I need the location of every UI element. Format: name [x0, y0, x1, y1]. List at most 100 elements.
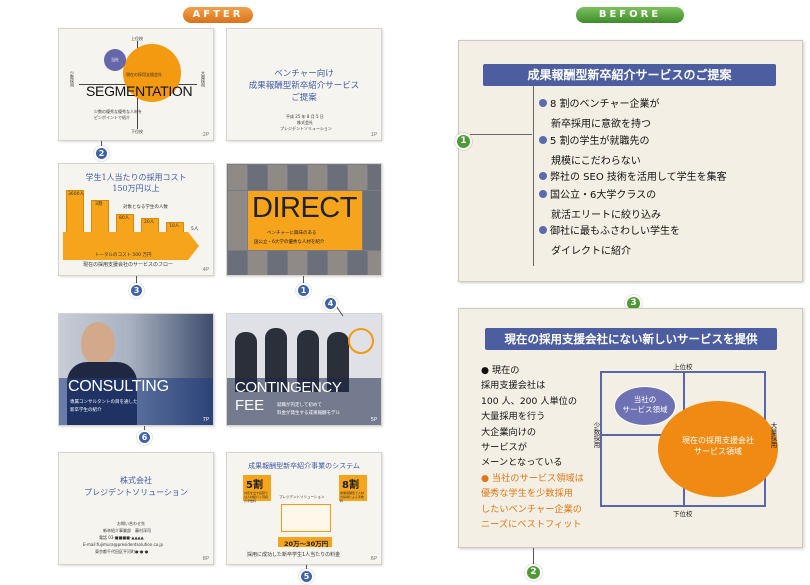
slide-consulting[interactable]: CONSULTING 専属コンサルタントの目を通した 新卒学生の紹介 7P — [58, 313, 214, 426]
price-box — [278, 537, 332, 547]
total-cost: トータルのコスト 500 万円 — [95, 253, 152, 258]
bullet-rail — [533, 86, 534, 266]
our-area-label1: 当社の — [633, 395, 657, 404]
right-box — [339, 475, 367, 501]
center-box — [281, 504, 331, 532]
bar-label-3: 80人 — [119, 216, 130, 221]
center-company: プレジデントソリューション — [279, 495, 325, 499]
before1-title: 成果報酬型新卒紹介サービスのご提案 — [483, 64, 776, 86]
direct-panel — [248, 191, 362, 250]
price: 20万〜30万円 — [284, 540, 329, 548]
big-circle-label: 現在の採用支援会社 — [126, 72, 162, 77]
photo-cell — [363, 191, 381, 250]
quad-label-bottom: 下位校 — [673, 510, 693, 518]
orange-3: したいベンチャー企業の — [481, 504, 582, 515]
system-title: 成果報酬型新卒紹介事業のシステム — [248, 462, 360, 470]
before-slide-1[interactable]: 成果報酬型新卒紹介サービスのご提案 8 割のベンチャー企業が 新卒採用に意欲を持… — [458, 40, 803, 282]
photo-cell — [228, 251, 247, 275]
bar-label-2: 3割 — [95, 202, 103, 207]
photo-cell — [348, 165, 367, 190]
marker-line — [303, 276, 304, 284]
flow-caption: 現在の採用支援会社のサービスのフロー — [83, 262, 174, 268]
seg-sub2: ピンポイントで紹介 — [94, 115, 130, 120]
title-line1: ベンチャー向け — [274, 69, 334, 79]
photo-cell — [248, 165, 267, 190]
orange-4: ニーズにベストフィット — [481, 519, 582, 530]
text-2: 採用支援会社は — [481, 380, 546, 391]
bullet-2-cont: 規模にこだわらない — [551, 156, 641, 167]
contact-dept: 新卒紹介事業部 藤村淳司 — [103, 528, 151, 533]
slide-segmentation[interactable]: 当社 上位校 下位校 少数採用 大量採用 現在の採用支援会社 SEGMENTAT… — [58, 28, 214, 141]
our-area-label2: サービス領域 — [622, 405, 668, 414]
before2-title: 現在の採用支援会社にない新しいサービスを提供 — [485, 328, 777, 350]
photo-cell — [288, 165, 307, 190]
bullet-text: 御社に最もふさわしい学生を — [550, 226, 680, 237]
marker-line — [101, 141, 102, 147]
date: 平成 25 年 8 月 5 日 — [286, 114, 324, 119]
title-line2: 成果報酬型新卒紹介サービス — [248, 81, 360, 91]
bullet-3: 弊社の SEO 技術を活用して学生を集客 — [539, 169, 727, 186]
photo-cell — [328, 251, 347, 275]
marker-g1: 1 — [455, 133, 472, 150]
slide-contingency[interactable]: CONTINGENCY FEE 就職が内定して初めて 料金が発生する成果報酬モデ… — [226, 313, 382, 426]
person-2 — [265, 328, 287, 392]
page-number: 5P — [370, 417, 377, 423]
text-3: 100 人、200 人単位の — [481, 396, 578, 407]
label-bottom: 下位校 — [131, 129, 143, 134]
contact-company-type: 株式会社 — [120, 476, 152, 485]
direct-sub2: 国公立・6大学の優秀な人材を紹介 — [254, 240, 325, 245]
photo-cell — [368, 165, 381, 190]
slide-contact[interactable]: 株式会社 プレジデントソリューション お問い合わせ先 新卒紹介事業部 藤村淳司 … — [58, 452, 214, 565]
text-7: メーンとなっている — [481, 457, 563, 468]
target-label: 対象となる学生の人数 — [123, 205, 168, 210]
before-slide-2[interactable]: 現在の採用支援会社にない新しいサービスを提供 ● 現在の 採用支援会社は 100… — [458, 308, 803, 548]
company-type: 株式会社 — [297, 120, 313, 125]
person-face — [81, 322, 115, 364]
before-tag: BEFORE — [576, 7, 684, 23]
highlight-circle — [348, 328, 374, 354]
bullet-5: 御社に最もふさわしい学生を — [539, 223, 680, 240]
current-area-circle — [658, 401, 778, 497]
slide-cost[interactable]: 学生1人当たりの採用コスト 150万円以上 3600人 3割 80人 20人 1… — [58, 163, 214, 276]
right-desc: 成果報酬型で人材の採用による手数料 — [340, 491, 365, 503]
contact-address: 東京都千代田区平河町●-●-● — [95, 549, 149, 554]
orange-1: ● 当社のサービス領域は — [481, 473, 584, 484]
cost-title1: 学生1人当たりの採用コスト — [85, 173, 187, 182]
bullet-2: 5 割の学生が就職先の — [539, 133, 650, 150]
person-4 — [327, 332, 349, 392]
segmentation-heading: SEGMENTATION — [86, 83, 193, 99]
bullet-dot — [539, 99, 547, 107]
photo-cell — [348, 251, 367, 275]
marker-5: 5 — [299, 569, 314, 584]
small-circle: 当社 — [104, 49, 126, 71]
marker-3: 3 — [129, 283, 144, 298]
cost-title2: 150万円以上 — [112, 184, 160, 193]
page-number: 4P — [202, 267, 209, 273]
page-number: 1P — [370, 132, 377, 138]
cost-bar-1 — [66, 190, 84, 238]
slide-system[interactable]: 成果報酬型新卒紹介事業のシステム 5割 8割 内定を出す段階では人材紹介と同様の… — [226, 452, 382, 565]
quad-label-top: 上位校 — [673, 363, 693, 371]
company-name: プレジデントソリューション — [280, 126, 332, 131]
left-box — [243, 475, 271, 501]
photo-cell — [368, 251, 381, 275]
contact-email: E-mail:fujimura@presidentsolution.co.jp — [83, 542, 164, 547]
consulting-sub1: 専属コンサルタントの目を通した — [70, 400, 138, 405]
slide-direct[interactable]: DIRECT ベンチャーに興味のある 国公立・6大学の優秀な人材を紹介 — [226, 163, 382, 276]
marker-4: 4 — [323, 296, 338, 311]
bar-label-4: 20人 — [144, 220, 155, 225]
consulting-band — [59, 378, 213, 425]
right-num: 8割 — [342, 480, 359, 491]
direct-heading: DIRECT — [252, 192, 357, 224]
page-number: 2P — [202, 132, 209, 138]
person-3 — [297, 330, 319, 392]
marker-line — [144, 426, 145, 431]
photo-cell — [228, 165, 247, 190]
slide-title[interactable]: ベンチャー向け 成果報酬型新卒紹介サービス ご提案 平成 25 年 8 月 5 … — [226, 28, 382, 141]
marker-2: 2 — [94, 146, 109, 161]
bullet-4: 国公立・6大学クラスの — [539, 187, 656, 204]
quad-label-left: 少数採用 — [592, 422, 600, 448]
page-number: 7P — [202, 417, 209, 423]
contingency-sub2: 料金が発生する成果報酬モデル — [277, 411, 340, 416]
bar-label-6: 5人 — [191, 227, 199, 232]
